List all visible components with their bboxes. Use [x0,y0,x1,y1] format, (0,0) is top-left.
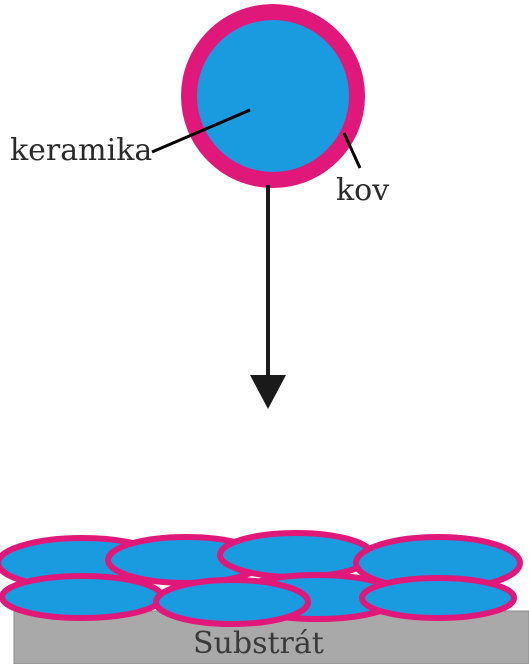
composite-particle [181,4,365,188]
metal-label: kov [336,173,389,208]
splat [362,578,514,618]
splat [2,576,162,618]
splat [220,533,372,577]
deposited-coating [0,533,520,624]
arrow-down-icon [250,185,286,409]
substrate-label: Substrát [193,626,324,661]
splat [156,580,308,624]
ceramic-core [197,20,349,172]
ceramic-label: keramika [10,133,152,168]
